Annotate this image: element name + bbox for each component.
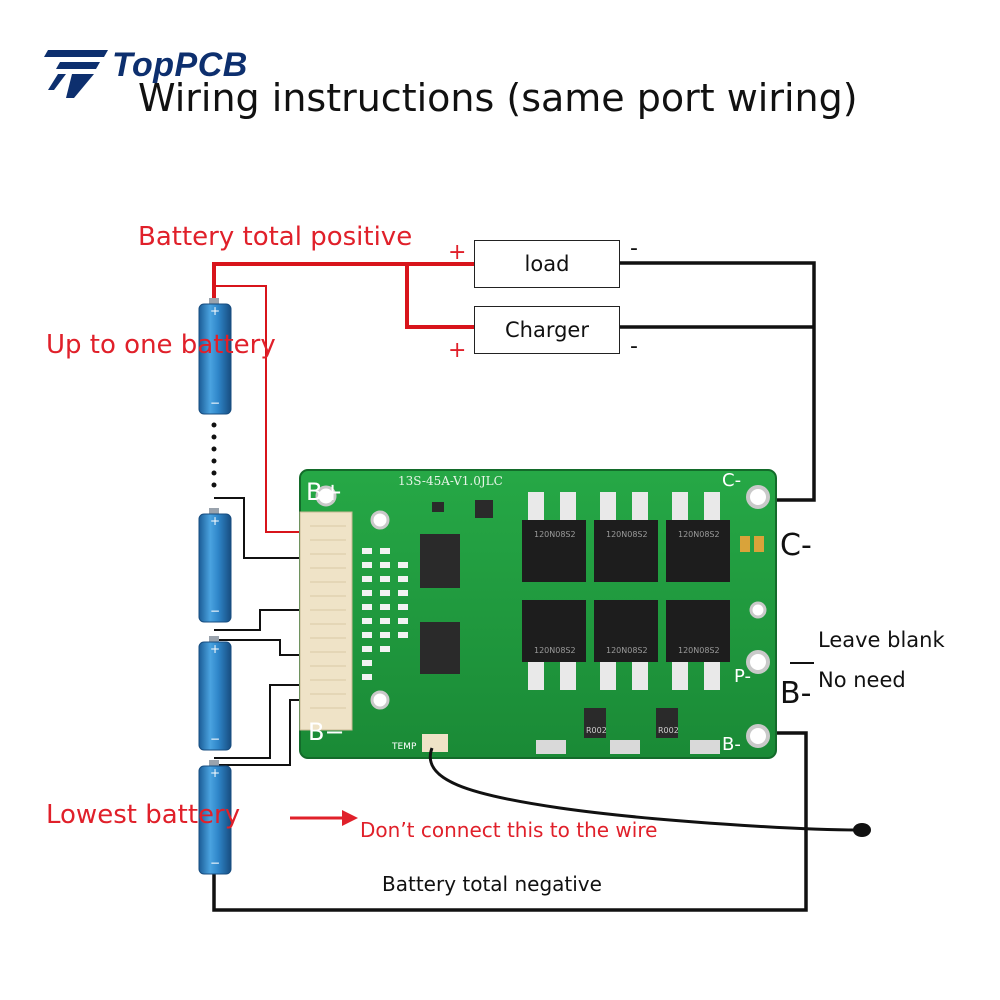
mosfet <box>522 520 586 582</box>
charger-box: Charger <box>474 306 620 354</box>
balance-connector <box>299 511 353 731</box>
total-positive-wire <box>212 262 475 302</box>
b-minus-label: B- <box>780 676 812 711</box>
board-b-minus-silkscreen: B− <box>308 718 345 746</box>
mosfet <box>594 600 658 662</box>
charger-plus-sign: + <box>448 338 467 363</box>
leave-blank-label: Leave blank <box>818 628 945 652</box>
lowest-battery-label: Lowest battery <box>46 800 241 830</box>
mosfet-group <box>522 492 730 690</box>
shunt-resistor <box>584 708 606 738</box>
b-minus-pad-icon <box>746 724 770 748</box>
up-to-one-battery-label: Up to one battery <box>46 330 276 360</box>
board-temp-silkscreen: TEMP <box>392 742 417 752</box>
mosfet-mark: 120N08S2 <box>534 530 576 539</box>
battery-middle-2 <box>198 636 232 751</box>
no-need-label: No need <box>818 668 906 692</box>
battery-total-positive-label: Battery total positive <box>138 222 413 252</box>
board-b-plus-silkscreen: B+ <box>306 478 343 506</box>
red-wires <box>212 262 475 329</box>
battery-low-plus: + <box>210 766 221 780</box>
mount-hole-icon <box>370 510 390 530</box>
mount-hole-icon <box>370 690 390 710</box>
shunt-mark: R002 <box>586 726 607 735</box>
charger-minus-sign: - <box>630 334 638 359</box>
load-label: load <box>524 252 570 276</box>
red-arrow-icon <box>290 810 358 826</box>
mount-hole-icon <box>315 485 337 507</box>
mosfet-mark: 120N08S2 <box>678 646 720 655</box>
mosfet-mark: 120N08S2 <box>606 646 648 655</box>
battery-top <box>198 298 232 415</box>
dont-connect-label: Don’t connect this to the wire <box>360 818 658 842</box>
battery-total-negative-wire <box>212 731 808 912</box>
bms-ic-top <box>420 534 460 588</box>
thermistor-probe-icon <box>853 823 871 837</box>
mosfet <box>522 600 586 662</box>
battery-mid1-minus: − <box>210 604 221 618</box>
battery-mid2-minus: − <box>210 732 221 746</box>
black-wires <box>212 261 816 912</box>
load-plus-sign: + <box>448 240 467 265</box>
c-minus-label: C- <box>780 528 812 563</box>
battery-mid1-plus: + <box>210 514 221 528</box>
board-c-minus-silkscreen: C- <box>722 470 742 491</box>
battery-mid2-plus: + <box>210 642 221 656</box>
battery-top-minus: − <box>210 396 221 410</box>
thermistor-cable <box>428 747 859 832</box>
c-minus-pad-icon <box>746 485 770 509</box>
brand-logo-text: TopPCB <box>112 46 248 84</box>
toppcb-logo-icon <box>44 50 108 98</box>
load-minus-sign: - <box>630 236 638 261</box>
mosfet <box>666 520 730 582</box>
battery-gap-dots <box>211 422 217 488</box>
load-box: load <box>474 240 620 288</box>
battery-total-negative-label: Battery total negative <box>382 872 602 896</box>
mosfet <box>666 600 730 662</box>
charger-label: Charger <box>505 318 589 342</box>
page-title: Wiring instructions (same port wiring) <box>138 76 858 120</box>
mosfet-mark: 120N08S2 <box>678 530 720 539</box>
balance-wires <box>214 497 814 766</box>
p-minus-pad-icon <box>746 650 770 674</box>
shunt-mark: R002 <box>658 726 679 735</box>
mosfet-mark: 120N08S2 <box>534 646 576 655</box>
board-model-silkscreen: 13S-45A-V1.0JLC <box>398 474 503 488</box>
board-p-minus-silkscreen: P- <box>734 666 751 687</box>
battery-middle-1 <box>198 508 232 623</box>
mosfet-mark: 120N08S2 <box>606 530 648 539</box>
load-negative-wire <box>620 261 816 502</box>
red-thin-wire <box>214 285 318 533</box>
mosfet <box>594 520 658 582</box>
shunt-resistor <box>656 708 678 738</box>
bms-board <box>299 469 777 759</box>
battery-lowest <box>198 760 232 875</box>
battery-top-plus: + <box>210 304 221 318</box>
board-b-minus-pad-silkscreen: B- <box>722 734 741 755</box>
battery-low-minus: − <box>210 856 221 870</box>
bms-ic-bottom <box>420 622 460 674</box>
charger-positive-wire <box>405 264 475 329</box>
mount-hole-icon <box>749 601 767 619</box>
